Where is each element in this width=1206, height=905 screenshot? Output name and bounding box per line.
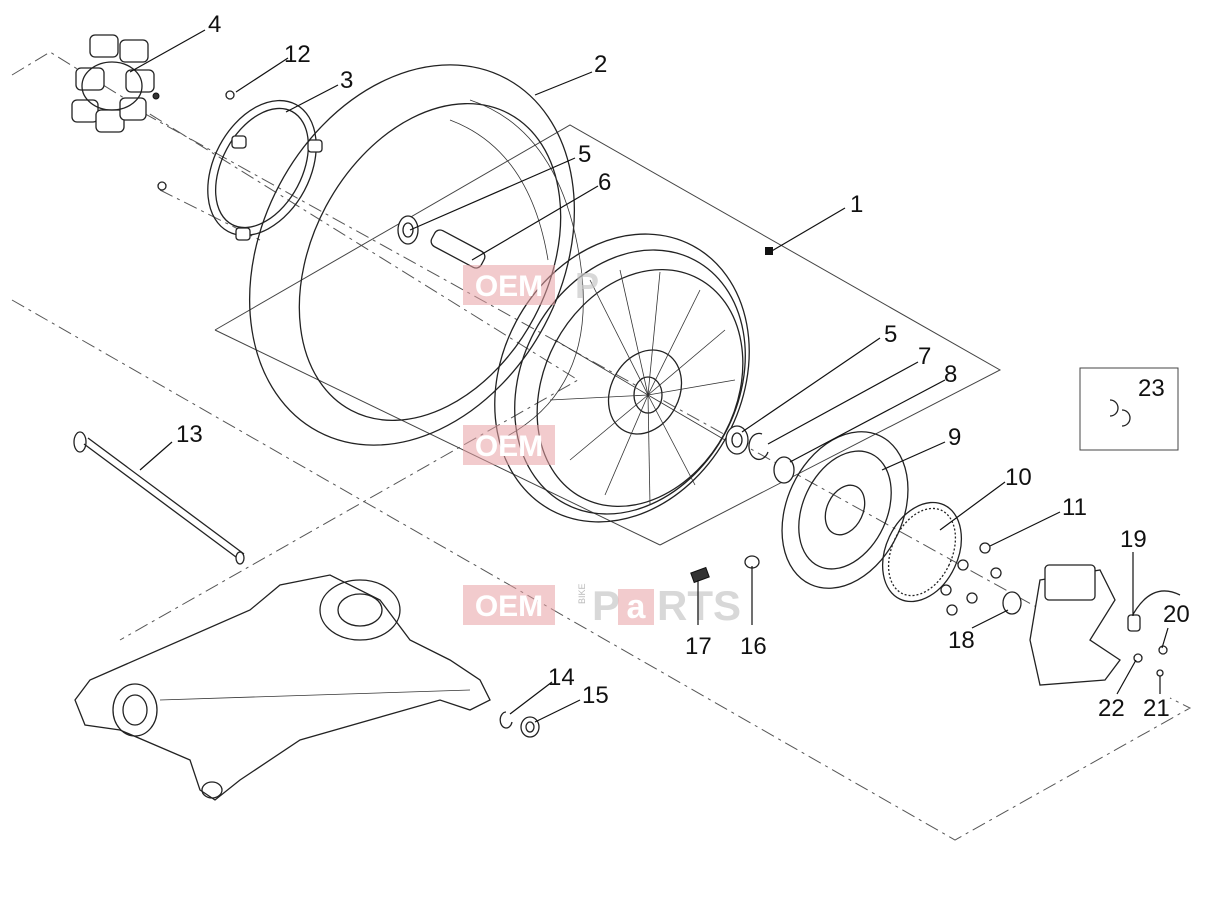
spacer-18 bbox=[1002, 591, 1022, 615]
callout-17: 17 bbox=[685, 633, 712, 660]
svg-text:OEM: OEM bbox=[475, 430, 543, 463]
abs-tone-ring bbox=[882, 501, 962, 603]
callout-13: 13 bbox=[176, 421, 203, 448]
clip-set-box bbox=[1079, 367, 1179, 451]
callout-2: 2 bbox=[594, 51, 607, 78]
callout-4: 4 bbox=[208, 11, 221, 38]
callout-3: 3 bbox=[340, 67, 353, 94]
assembly-frames bbox=[11, 51, 1192, 841]
brake-disc bbox=[781, 431, 909, 589]
callout-19: 19 bbox=[1120, 526, 1147, 553]
kit-marker bbox=[765, 247, 773, 255]
callout-6: 6 bbox=[598, 169, 611, 196]
callout-8: 8 bbox=[944, 361, 957, 388]
callout-23: 23 bbox=[1138, 375, 1165, 402]
screws-12 bbox=[157, 90, 235, 191]
shim-17 bbox=[690, 566, 710, 584]
rear-tyre bbox=[249, 64, 584, 446]
callout-labels: 4 12 3 2 5 6 1 5 7 8 23 9 10 11 19 20 18… bbox=[176, 11, 1190, 722]
circlip-14 bbox=[499, 711, 513, 729]
callout-10: 10 bbox=[1005, 464, 1032, 491]
callout-21: 21 bbox=[1143, 695, 1170, 722]
callout-11: 11 bbox=[1062, 494, 1087, 521]
watermark-oem-bike-parts: OEM P OEM OEM BIKE P a RTS bbox=[463, 265, 741, 629]
svg-text:P: P bbox=[592, 582, 620, 629]
svg-text:OEM: OEM bbox=[475, 270, 543, 303]
cush-drive-damper bbox=[71, 34, 160, 133]
callout-5-left: 5 bbox=[578, 141, 591, 168]
bearing-circlip-seal bbox=[725, 425, 795, 484]
caliper-bracket bbox=[1029, 564, 1181, 686]
callout-7: 7 bbox=[918, 343, 931, 370]
leader-lines bbox=[129, 29, 1169, 723]
svg-text:BIKE: BIKE bbox=[577, 583, 587, 604]
disc-bolts bbox=[940, 542, 1002, 616]
ring-bracket bbox=[207, 99, 323, 241]
svg-text:OEM: OEM bbox=[475, 590, 543, 623]
wheel-axle bbox=[73, 431, 245, 565]
swingarm bbox=[74, 574, 491, 801]
callout-15: 15 bbox=[582, 682, 609, 709]
callout-18: 18 bbox=[948, 627, 975, 654]
callout-5-right: 5 bbox=[884, 321, 897, 348]
bearing-spacer bbox=[397, 215, 486, 269]
callout-1: 1 bbox=[850, 191, 863, 218]
callout-9: 9 bbox=[948, 424, 961, 451]
svg-text:RTS: RTS bbox=[657, 582, 741, 629]
callout-12: 12 bbox=[284, 41, 311, 68]
callout-16: 16 bbox=[740, 633, 767, 660]
callout-14: 14 bbox=[548, 664, 575, 691]
callout-22: 22 bbox=[1098, 695, 1125, 722]
callout-20: 20 bbox=[1163, 601, 1190, 628]
nut-15 bbox=[520, 716, 540, 738]
svg-text:a: a bbox=[627, 588, 647, 626]
svg-text:P: P bbox=[575, 265, 599, 306]
